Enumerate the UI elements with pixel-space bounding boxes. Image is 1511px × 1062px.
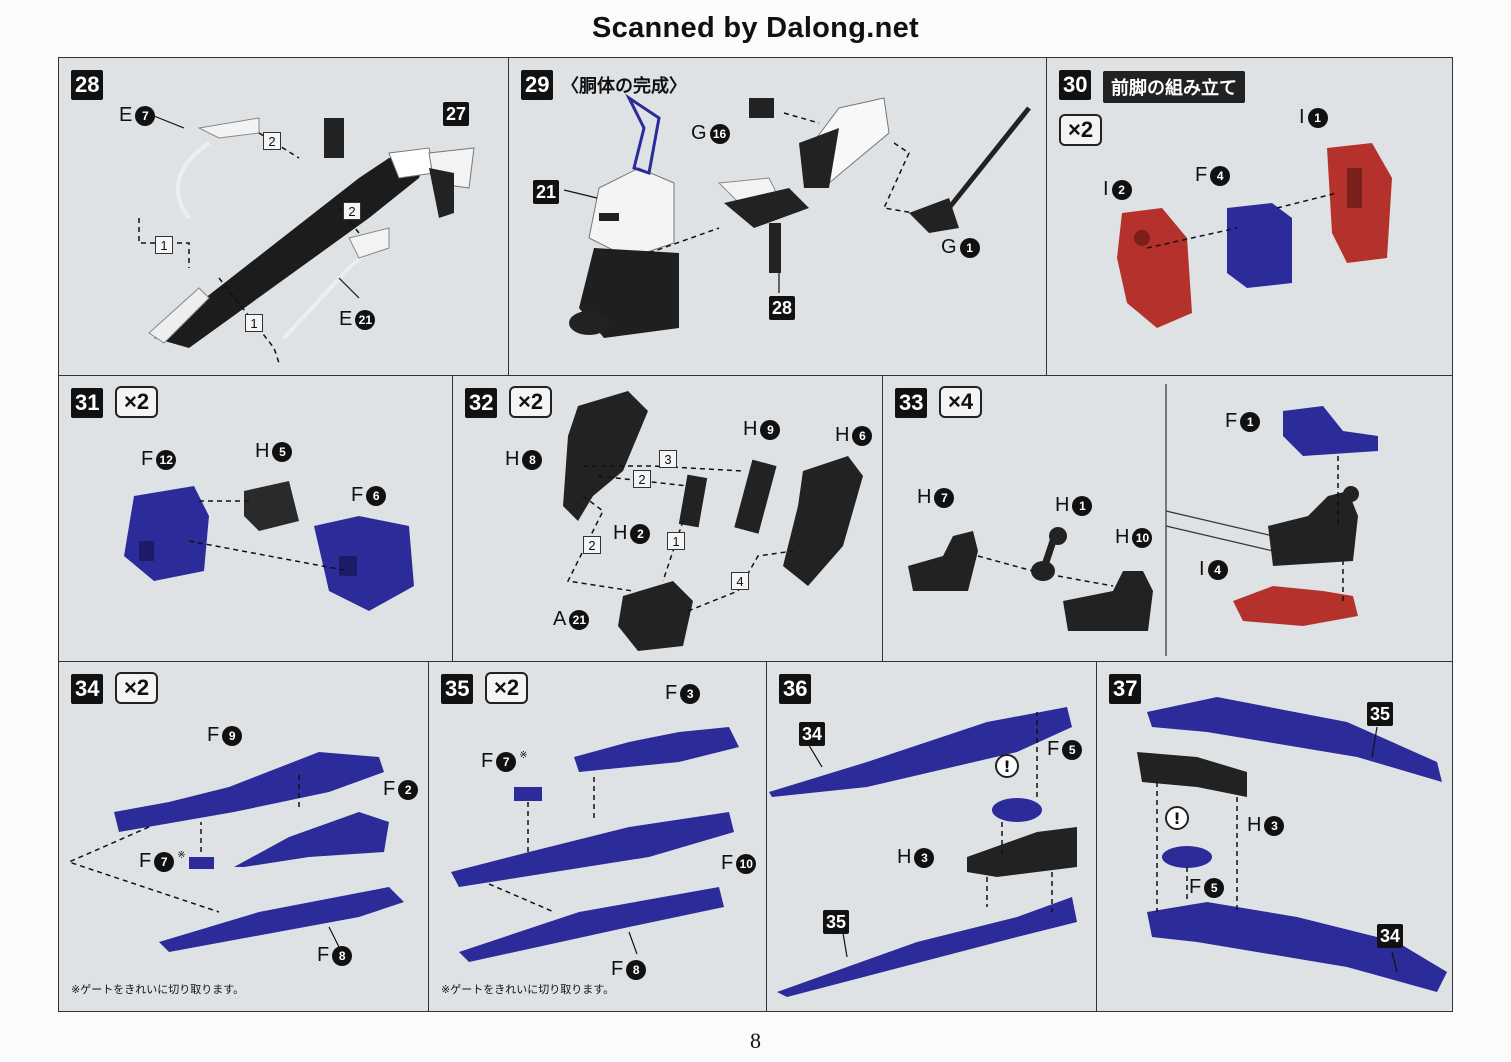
step-33-illustration (908, 384, 1378, 656)
step-number: 30 (1059, 70, 1092, 100)
scan-credit: Scanned by Dalong.net (592, 12, 919, 44)
step-ref: 34 (1377, 924, 1404, 948)
caution-icon: ! (1165, 806, 1189, 830)
step-34-illustration (66, 752, 404, 952)
caution-icon: ! (995, 754, 1019, 778)
quantity-multiplier: ×2 (115, 672, 159, 704)
order-marker: 2 (263, 132, 281, 150)
order-marker: 2 (343, 202, 361, 220)
page-number: 8 (750, 1028, 761, 1053)
step-number: 37 (1109, 674, 1142, 704)
step-number: 35 (441, 674, 474, 704)
step-number: 29 (521, 70, 554, 100)
step-number: 36 (779, 674, 812, 704)
step-ref: 35 (823, 910, 850, 934)
step-ref: 28 (769, 296, 796, 320)
step-ref: 35 (1367, 702, 1394, 726)
step-ref: 34 (799, 722, 826, 746)
step-37-illustration (1137, 697, 1447, 992)
step-title: 前脚の組み立て (1103, 71, 1245, 103)
step-32-illustration (563, 391, 863, 651)
order-marker: 1 (245, 314, 263, 332)
quantity-multiplier: ×2 (509, 386, 553, 418)
order-marker: 2 (633, 470, 651, 488)
step-31-illustration (124, 481, 414, 611)
step-ref: 27 (443, 102, 470, 126)
step-number: 33 (895, 388, 928, 418)
step-number: 34 (71, 674, 104, 704)
step-number: 32 (465, 388, 498, 418)
step-29-illustration (563, 93, 1031, 338)
step-title: 〈胴体の完成〉 (561, 76, 687, 97)
order-marker: 3 (659, 450, 677, 468)
order-marker: 1 (155, 236, 173, 254)
order-marker: 1 (667, 532, 685, 550)
quantity-multiplier: ×2 (1059, 114, 1103, 146)
step-35-illustration (451, 727, 739, 962)
gate-note: ※ゲートをきれいに切り取ります。 (71, 983, 245, 996)
step-30-illustration (1117, 143, 1392, 328)
order-marker: 4 (731, 572, 749, 590)
step-number: 28 (71, 70, 104, 100)
step-number: 31 (71, 388, 104, 418)
order-marker: 2 (583, 536, 601, 554)
quantity-multiplier: ×4 (939, 386, 983, 418)
step-28-illustration (138, 115, 475, 364)
gate-note: ※ゲートをきれいに切り取ります。 (441, 983, 615, 996)
step-36-illustration (769, 707, 1077, 997)
step-ref: 21 (533, 180, 560, 204)
quantity-multiplier: ×2 (485, 672, 529, 704)
quantity-multiplier: ×2 (115, 386, 159, 418)
